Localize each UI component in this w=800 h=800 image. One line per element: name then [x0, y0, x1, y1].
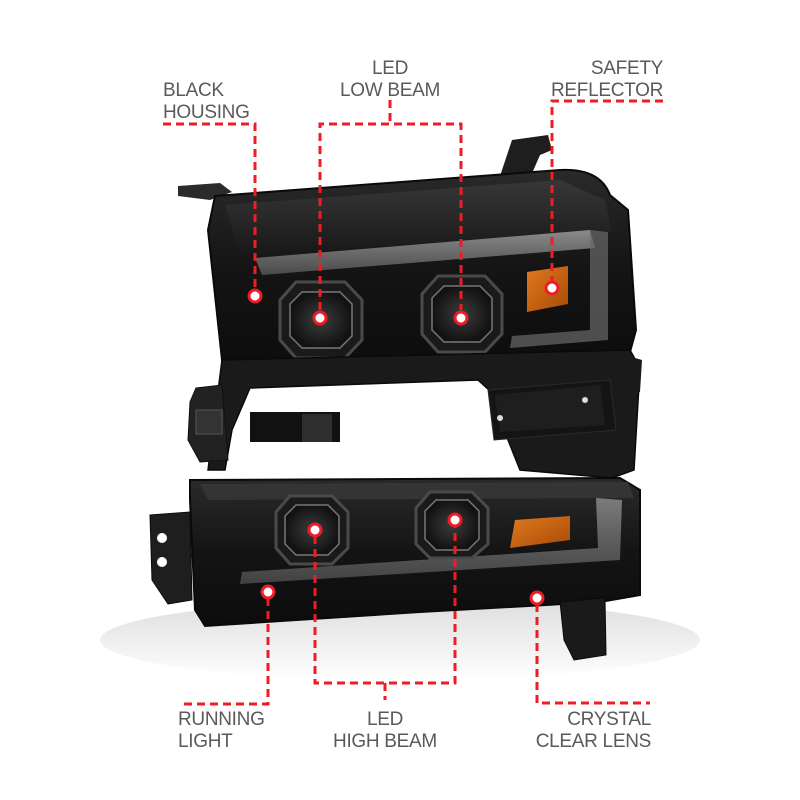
callout-lines: [163, 99, 663, 706]
marker-low-beam-right: [453, 310, 469, 326]
label-line-1: CRYSTAL: [567, 709, 651, 730]
label-line-1: LED: [366, 709, 404, 730]
lower-lens-top-edge: [200, 482, 634, 500]
label-line-2: LIGHT: [178, 731, 233, 752]
label-led-low-beam: LED LOW BEAM: [310, 58, 470, 102]
callout-line-safety-reflector: [550, 99, 663, 282]
lower-mount-leg: [559, 597, 607, 661]
marker-high-beam-left: [307, 522, 323, 538]
label-line-2: HOUSING: [163, 102, 250, 123]
label-line-2: LOW BEAM: [339, 80, 440, 101]
label-line-1: SAFETY: [590, 58, 663, 79]
top-mount-bracket: [500, 135, 552, 178]
label-led-high-beam: LED HIGH BEAM: [305, 709, 465, 753]
marker-running-light: [260, 584, 276, 600]
label-line-2: HIGH BEAM: [333, 731, 437, 752]
marker-crystal-clear-lens: [529, 590, 545, 606]
callout-line-running-light: [180, 598, 270, 706]
middle-label-square: [302, 414, 332, 442]
label-line-2: CLEAR LENS: [535, 731, 652, 752]
label-crystal-clear-lens: CRYSTAL CLEAR LENS: [500, 709, 652, 753]
marker-low-beam-left: [312, 310, 328, 326]
upper-drl-bar: [255, 230, 595, 275]
label-black-housing: BLACK HOUSING: [163, 80, 250, 124]
callout-line-black-housing: [163, 122, 257, 290]
callout-line-high-beam: [313, 526, 457, 685]
callout-line-low-beam: [318, 122, 463, 310]
marker-safety-reflector: [544, 280, 560, 296]
marker-black-housing: [247, 288, 263, 304]
callout-markers: [247, 280, 560, 606]
middle-cutout-plate: [495, 385, 605, 432]
label-running-light: RUNNING LIGHT: [178, 709, 265, 753]
label-line-1: BLACK: [163, 80, 224, 101]
lower-left-bracket: [149, 511, 193, 605]
upper-drl-corner: [510, 230, 608, 348]
right-side-tab: [628, 356, 642, 396]
callout-line-crystal-clear-lens: [535, 604, 650, 705]
marker-high-beam-right: [447, 512, 463, 528]
label-line-1: RUNNING: [178, 709, 265, 730]
lower-drl-bar: [240, 498, 622, 584]
lower-amber-reflector: [510, 516, 570, 548]
label-line-1: LED: [371, 58, 409, 79]
label-line-2: REFLECTOR: [550, 80, 663, 101]
label-safety-reflector: SAFETY REFLECTOR: [523, 58, 663, 102]
